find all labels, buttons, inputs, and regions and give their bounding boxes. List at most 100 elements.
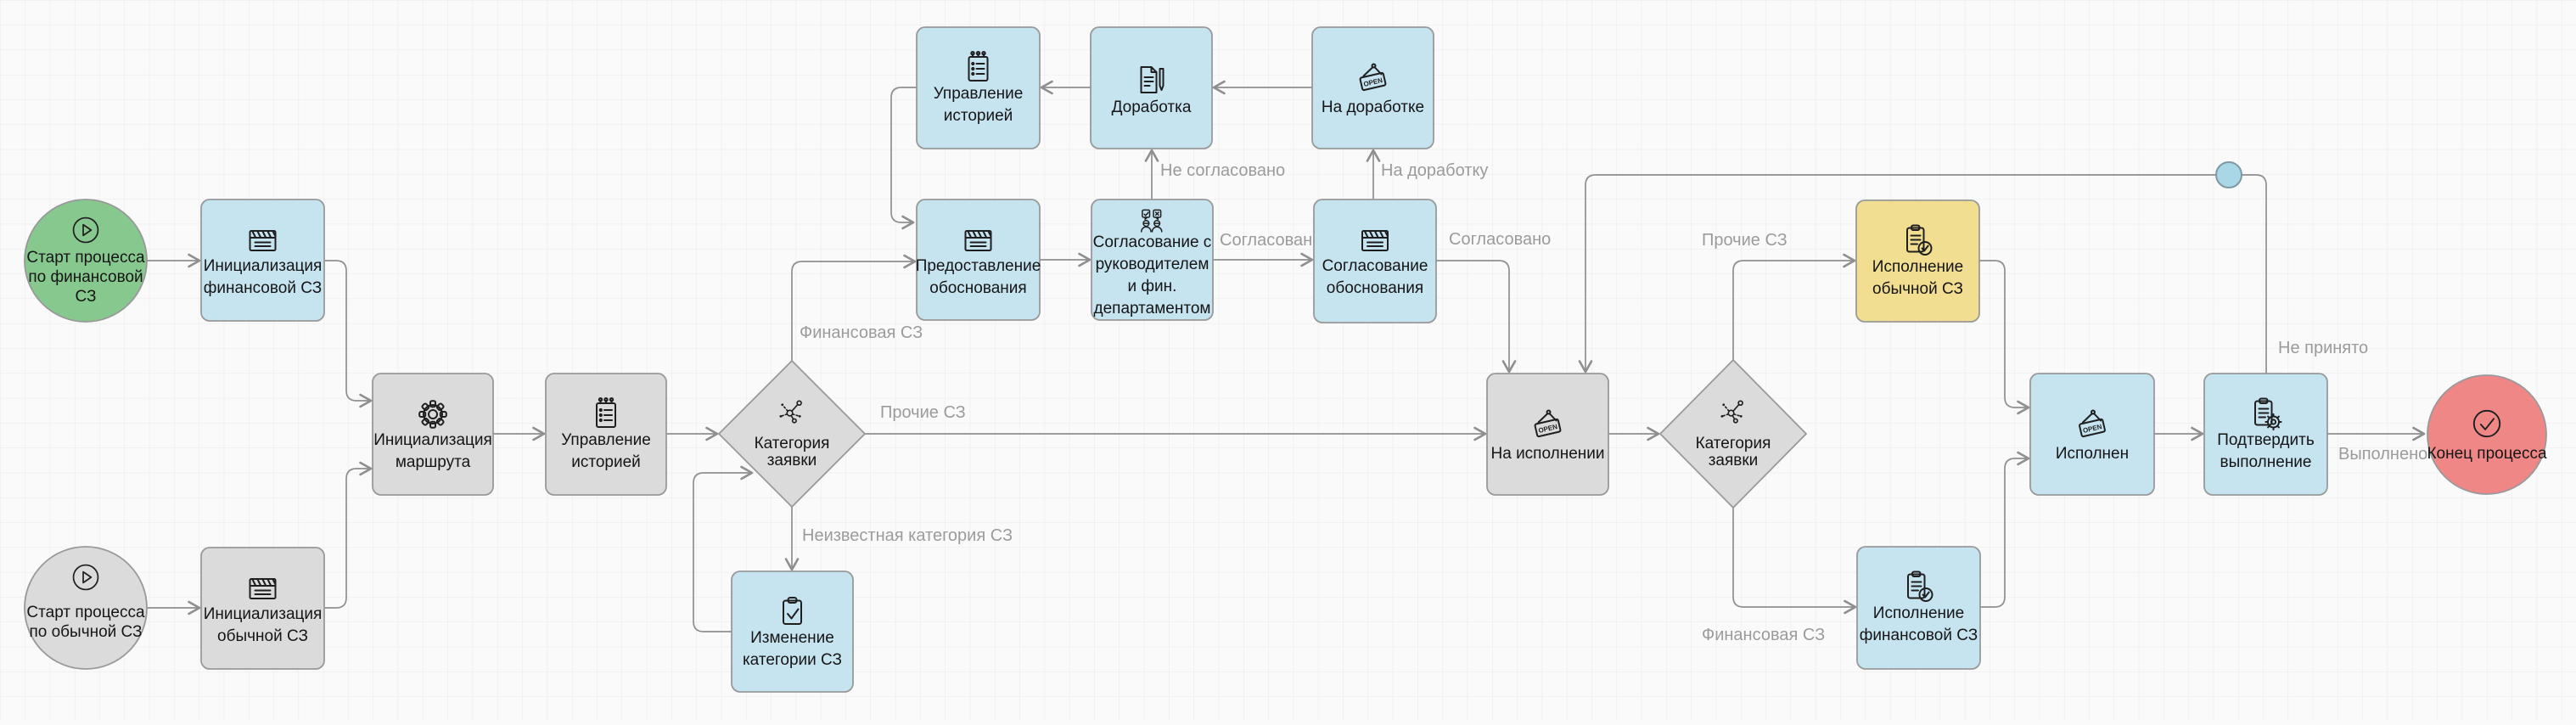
node-label: На исполнении xyxy=(1491,445,1605,463)
notepad-icon xyxy=(968,51,989,81)
node-label: финансовой СЗ xyxy=(204,279,322,297)
node-link-dot[interactable] xyxy=(2215,161,2242,188)
play-circle-icon xyxy=(72,564,99,591)
node-shape xyxy=(916,26,1041,149)
node-label: Изменение xyxy=(750,629,834,647)
edge-init-reg-to-route[interactable] xyxy=(324,461,373,609)
node-shape xyxy=(2203,373,2328,496)
node-label: маршрута xyxy=(396,453,471,471)
node-label: руководителем xyxy=(1096,256,1209,273)
node-label: историей xyxy=(571,453,641,471)
node-label: Исполнен xyxy=(2056,445,2129,463)
node-label: Согласование xyxy=(1322,257,1428,275)
notepad-icon xyxy=(596,397,616,428)
clapperboard-icon xyxy=(964,230,992,251)
node-label: историей xyxy=(944,107,1013,125)
node-label: категории СЗ xyxy=(743,651,842,669)
edge-label-gw2-to-isp-obychnoy: Прочие СЗ xyxy=(1702,231,1787,250)
node-shape xyxy=(1856,546,1981,670)
clipboard-gear-icon xyxy=(2254,397,2282,431)
edge-gw1-to-predostavlenie[interactable] xyxy=(791,254,917,361)
edge-label-gw2-to-isp-finans: Финансовая СЗ xyxy=(1702,626,1825,644)
node-label: СЗ xyxy=(76,288,97,306)
node-shape xyxy=(916,199,1041,321)
node-predostavlenie[interactable]: Предоставление обоснования xyxy=(916,199,1041,321)
node-label: Исполнение xyxy=(1872,258,1963,276)
node-shape xyxy=(2215,161,2242,188)
doc-pen-icon xyxy=(1140,66,1165,93)
edge-label-obosn-to-na-ispoln: Согласовано xyxy=(1449,230,1551,249)
molecule-icon xyxy=(779,400,802,424)
edge-label-sogl-ruk-to-obosn: Согласовано xyxy=(1220,231,1322,250)
node-shape xyxy=(372,373,494,496)
node-label: департаментом xyxy=(1094,300,1211,318)
node-shape xyxy=(545,373,667,496)
edge-gw2-to-isp-obychnoy[interactable] xyxy=(1732,253,1856,361)
edge-obosn-to-na-ispoln[interactable] xyxy=(1436,260,1517,374)
node-label: На доработке xyxy=(1322,98,1424,116)
clapperboard-icon xyxy=(249,230,277,251)
node-label: Управление xyxy=(561,431,651,449)
node-label: по финансовой xyxy=(28,268,143,286)
node-label: и фин. xyxy=(1128,278,1177,295)
edge-ne-prinyato-loop[interactable] xyxy=(1578,174,2267,374)
edge-label-gw1-to-na-ispolnenii: Прочие СЗ xyxy=(880,403,966,422)
node-start-reg[interactable]: Старт процесса по обычной СЗ xyxy=(24,546,148,670)
people-approve-icon xyxy=(1141,209,1163,233)
node-init-fin[interactable]: Инициализация финансовой СЗ xyxy=(200,199,325,322)
node-label: выполнение xyxy=(2220,453,2311,471)
node-label: Предоставление xyxy=(916,257,1041,275)
node-label: Инициализация xyxy=(204,605,323,623)
edge-isp-finans-to-ispolnen[interactable] xyxy=(1980,451,2030,608)
clapperboard-icon xyxy=(1361,230,1389,251)
check-circle-icon xyxy=(2472,409,2501,438)
edge-story-top-to-predost[interactable] xyxy=(890,87,917,230)
node-shape xyxy=(24,546,148,670)
node-label: Согласование с xyxy=(1093,233,1212,251)
clipboard-check-badge-icon xyxy=(1907,570,1933,602)
clipboard-check-badge-icon xyxy=(1906,224,1933,256)
edge-label-gw1-to-predostavlenie: Финансовая СЗ xyxy=(800,323,923,342)
edge-izmenenie-to-gw1[interactable] xyxy=(693,465,754,632)
node-label: Инициализация xyxy=(204,257,323,275)
node-shape xyxy=(731,570,854,693)
node-shape xyxy=(1313,199,1437,323)
node-shape xyxy=(1090,26,1213,149)
edge-gw2-to-isp-finans[interactable] xyxy=(1732,507,1857,615)
edge-label-podtverdit-to-end: Выполнено xyxy=(2338,445,2427,464)
node-label: Управление xyxy=(934,85,1024,103)
node-end[interactable]: Конец процесса xyxy=(2427,374,2547,495)
edge-init-fin-to-route[interactable] xyxy=(324,260,373,408)
node-story-mgmt[interactable]: Управление историей xyxy=(545,373,667,496)
edge-isp-obychnoy-to-ispolnen[interactable] xyxy=(1979,260,2030,415)
node-label: по обычной СЗ xyxy=(29,623,142,641)
node-shape xyxy=(2427,374,2547,495)
node-label: обоснования xyxy=(929,279,1026,297)
node-shape xyxy=(1855,200,1980,323)
clipboard-check-icon xyxy=(783,597,802,625)
node-label: Старт процесса xyxy=(26,604,145,621)
node-sogl-ruk[interactable]: Согласование с руководителем и фин. департа… xyxy=(1091,199,1214,321)
node-dorabotka[interactable]: Доработка xyxy=(1090,26,1213,149)
edge-label-ne-prinyato-loop: Не принято xyxy=(2278,339,2368,357)
node-shape xyxy=(200,547,325,670)
node-label: Доработка xyxy=(1112,98,1192,116)
node-story-mgmt-top[interactable]: Управление историей xyxy=(916,26,1041,149)
edge-label-sogl-ruk-to-dorabotka: Не согласовано xyxy=(1160,161,1285,180)
node-shape xyxy=(200,199,325,322)
edge-label-obosn-to-na-dorabotke: На доработку xyxy=(1381,161,1488,180)
node-izmenenie[interactable]: Изменение категории СЗ xyxy=(731,570,854,693)
